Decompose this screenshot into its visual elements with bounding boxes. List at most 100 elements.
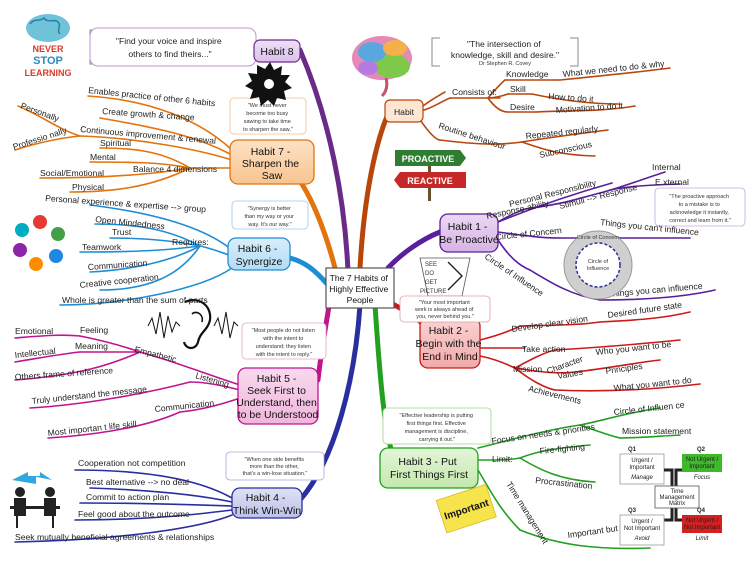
saw-blade-icon (245, 62, 292, 106)
habit6-quote-box (231, 200, 309, 230)
habit2-take-action: Take action (522, 344, 566, 354)
habit5-quote-line3: understand; they listen (256, 344, 311, 350)
habit6-quote-line2: than my way or your (244, 214, 294, 220)
habit4-item3: Commit to action plan (86, 492, 169, 502)
habit3-circle-influence: Circle of Influen ce (613, 400, 685, 417)
branch-habit6 (287, 255, 331, 288)
habit2-desired-future: Desired future state (607, 300, 683, 320)
habit3-title-line2: First Things First (390, 469, 468, 481)
habit6-title-line1: Habit 6 - (238, 243, 278, 255)
habit4-node[interactable] (231, 487, 303, 519)
habit5-quote-box (241, 322, 327, 360)
proactive-sign: PROACTIVE REACTIVE (394, 150, 466, 201)
habit3-quote-box (382, 407, 492, 445)
habit4-item2: Best alternative --> no deal (86, 477, 189, 487)
center-line3: People (347, 295, 374, 305)
diagram-inner-label1: Circle of (588, 259, 609, 265)
matrix-center3: Matrix (669, 501, 685, 507)
svg-text:"When one side benefits: "When one side benefits more than the ot… (243, 457, 308, 477)
svg-text:"Effective leadership is putti: "Effective leadership is putting first t… (400, 413, 475, 443)
svg-text:"Most people do not listen: "Most people do not listen with the inte… (252, 328, 317, 358)
center-line1: The 7 Habits of (330, 273, 389, 283)
habit5-quote-line2: with the intent to (262, 336, 303, 342)
habit2-quote-line2: work is always ahead of (414, 307, 474, 313)
habit8-quote-box (89, 27, 257, 67)
habit5-quote-line4: with the intent to reply." (255, 352, 313, 358)
habit7-node[interactable] (229, 139, 315, 185)
habit7-dim-spiritual: Spiritual (100, 138, 131, 148)
habit6-requires: Requires: (172, 237, 209, 247)
habit7-title-line1: Habit 7 - (251, 146, 291, 158)
habit4-item4: Feel good about the outcome (78, 509, 190, 519)
proactive-label: PROACTIVE (402, 154, 455, 164)
habit-consists-of: Consists of: (452, 87, 497, 97)
habit5-title-line3: Understand, then (236, 397, 317, 409)
q2-text2: Important (689, 464, 715, 470)
q4-text2: Not Important (684, 525, 721, 531)
matrix-center1: Time (670, 489, 684, 495)
branch-habit8 (297, 47, 351, 275)
q1-text1: Urgent / (631, 458, 653, 464)
habit6-item5: Creative cooperation (79, 272, 159, 290)
habit7-section: Habit 7 - Sharpen the Saw "We must never… (12, 62, 315, 193)
ear-icon (147, 299, 239, 350)
habit4-title-line2: Think Win-Win (233, 505, 301, 517)
habit2-develop-vision: Develop clear vision (511, 313, 589, 334)
habit1-node[interactable] (439, 213, 499, 253)
q3-label: Q3 (628, 508, 637, 514)
q4-action: Limit (696, 536, 709, 542)
habit3-limit: Limit: (492, 454, 513, 464)
q2-text1: Not Urgent / (686, 457, 719, 463)
habit3-quote-line4: carrying it out." (419, 437, 456, 443)
branch-habit1 (385, 229, 443, 271)
habit6-node[interactable] (227, 237, 291, 271)
habit-subconscious: Subconscious (538, 139, 592, 160)
habit-quote-line2: knowledge, skill and desire." (451, 50, 559, 60)
habit6-quote-line1: "Synergy is better (248, 206, 291, 212)
habit7-dim-mental: Mental (90, 152, 116, 162)
center-line2: Highly Effective (329, 284, 388, 294)
get-label: GET (425, 280, 438, 286)
habit3-quote-line3: management is discipline, (405, 429, 469, 435)
habit3-section: Habit 3 - Put First Things First "Effect… (379, 400, 722, 550)
habit5-title-line4: to be Understood (238, 409, 319, 421)
habit3-quote-line2: first things first. Effective (406, 421, 466, 427)
habit-desire-desc: Motivation to do it (555, 100, 623, 115)
svg-text:"The proactive approach: "The proactive approach to a mistake is … (669, 194, 731, 224)
q2-action: Focus (694, 475, 710, 481)
habit-skill: Skill (510, 84, 526, 94)
q1-text2: Important (629, 465, 655, 471)
habit1-quote-line3: acknowledge it instantly, (670, 210, 730, 216)
habit8-quote-line1: "Find your voice and inspire (116, 36, 222, 46)
habit3-title-line1: Habit 3 - Put (398, 456, 456, 468)
do-label: DO (425, 271, 434, 277)
habit6-item3: Teamwork (82, 242, 122, 252)
habit5-node[interactable] (237, 367, 319, 425)
habit4-quote-line3: that's a win-lose situation." (243, 471, 308, 477)
habit2-quote-box (399, 295, 491, 323)
habit-quote-line1: "The intersection of (467, 39, 541, 49)
q2-label: Q2 (697, 447, 706, 453)
svg-text:Habit 3 - Put First Thin: Habit 3 - Put First Things First (390, 456, 468, 481)
picture-label: PICTURE (420, 289, 446, 295)
habit2-section: Habit 2 - Begin with the End in Mind "Yo… (399, 295, 701, 406)
habit1-circle-influence: Circle of Influence (483, 251, 546, 298)
habit8-quote-line2: others to find theirs..." (128, 49, 211, 59)
habit-quote-bracket (431, 37, 579, 67)
habit4-quote-line2: more than the other, (250, 464, 300, 470)
habit-quote-author: Dr Stephen R. Covey (479, 61, 531, 67)
habit7-balance: Balance 4 dimensions (133, 164, 217, 174)
see-label: SEE (425, 262, 437, 268)
logo-never: NEVER (32, 44, 64, 54)
center-node[interactable]: The 7 Habits of Highly Effective People (325, 267, 395, 309)
matrix-center2: Management (659, 495, 694, 501)
habit1-quote-box (654, 187, 746, 227)
habit8-node[interactable] (253, 39, 301, 63)
diagram-outer-label: Circle of Concern (577, 235, 620, 241)
habit4-quote-box (225, 451, 325, 481)
habit1-quote-line4: correct and learn from it." (669, 218, 731, 224)
habit5-empathetic: Empathetic (134, 344, 179, 364)
q3-text2: Not Important (624, 526, 661, 532)
branch-habit (357, 107, 393, 271)
habit3-node[interactable] (379, 447, 479, 489)
